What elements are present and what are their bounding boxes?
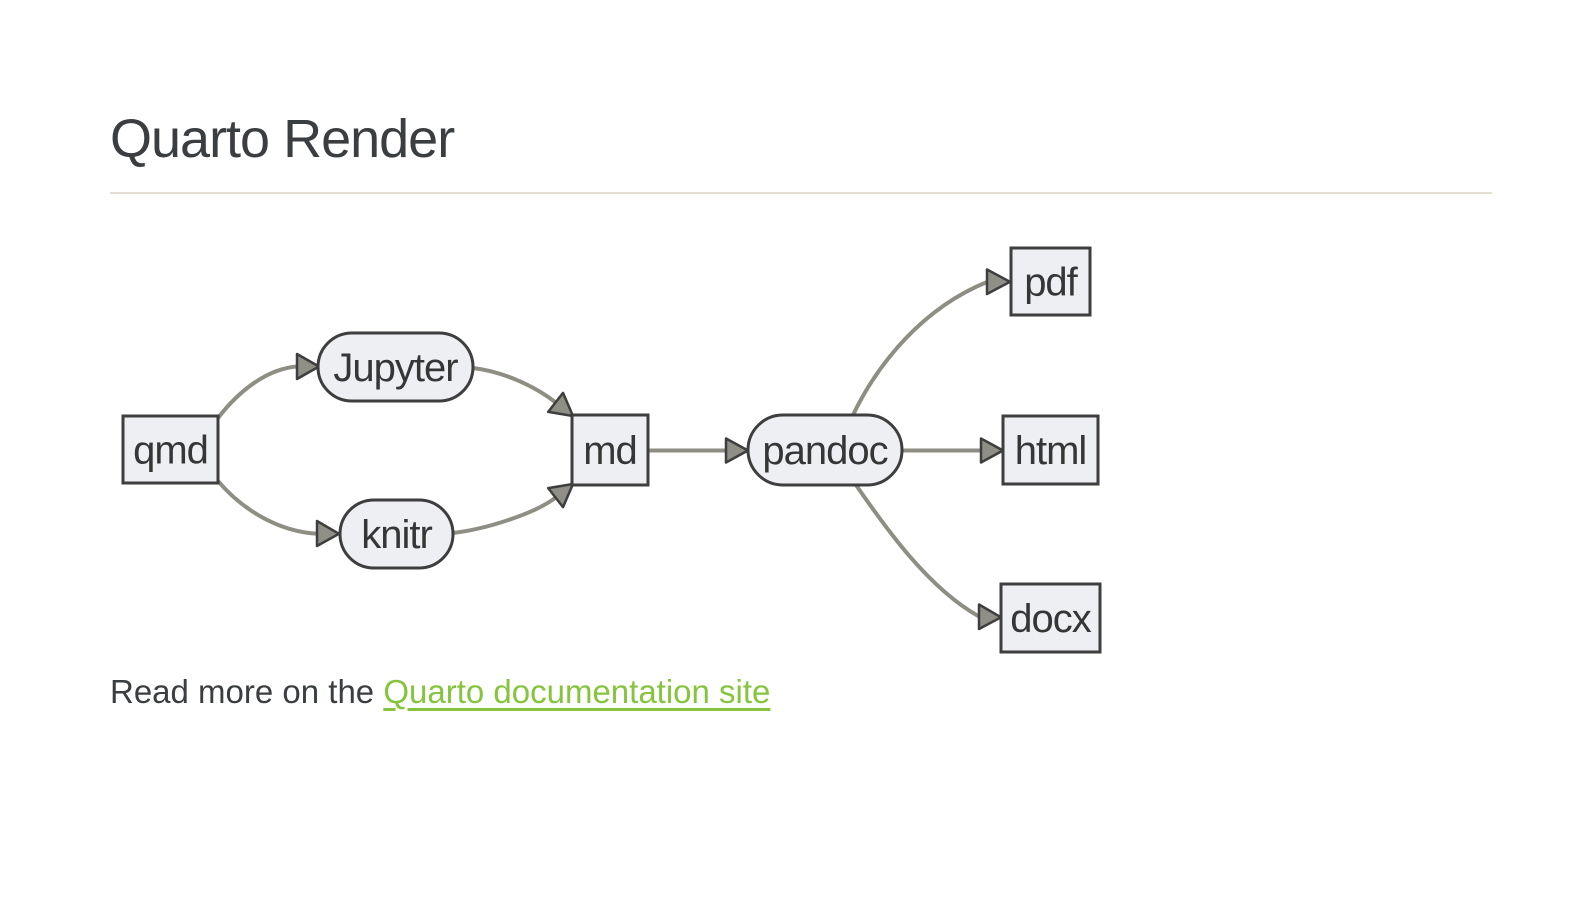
node-docx: docx	[999, 582, 1102, 654]
node-jupyter: Jupyter	[316, 331, 475, 403]
read-more-paragraph: Read more on the Quarto documentation si…	[110, 675, 770, 708]
arrowhead-jupyter-md-icon	[546, 391, 575, 418]
node-knitr-label: knitr	[361, 513, 432, 557]
node-qmd-label: qmd	[133, 429, 208, 473]
edge-qmd-jupyter	[216, 364, 298, 420]
diagram-nodes: qmd Jupyter knitr md pandoc pdf	[121, 246, 1102, 654]
edge-jupyter-md	[472, 366, 557, 404]
edge-knitr-md	[452, 496, 557, 535]
node-qmd: qmd	[121, 414, 220, 485]
edge-qmd-knitr	[216, 479, 318, 536]
node-docx-label: docx	[1010, 597, 1091, 641]
node-pdf: pdf	[1009, 246, 1092, 317]
node-pandoc: pandoc	[746, 413, 904, 487]
node-knitr: knitr	[338, 498, 455, 570]
arrowhead-qmd-knitr-icon	[315, 519, 341, 548]
arrowhead-pandoc-pdf-icon	[985, 268, 1012, 296]
page-title: Quarto Render	[110, 109, 455, 169]
arrowhead-md-pandoc-icon	[724, 437, 750, 464]
arrowhead-pandoc-html-icon	[979, 437, 1005, 464]
arrowhead-pandoc-docx-icon	[977, 603, 1003, 631]
read-more-text: Read more on the	[110, 673, 384, 710]
node-html: html	[1001, 414, 1100, 486]
node-md-label: md	[583, 429, 637, 473]
quarto-docs-link[interactable]: Quarto documentation site	[383, 673, 771, 710]
edge-pandoc-pdf	[851, 280, 988, 416]
edge-pandoc-docx	[854, 483, 980, 619]
node-pdf-label: pdf	[1024, 261, 1078, 305]
node-pandoc-label: pandoc	[762, 429, 887, 473]
diagram-edges	[216, 268, 1012, 631]
arrowhead-qmd-jupyter-icon	[295, 352, 321, 381]
node-md: md	[570, 413, 650, 487]
node-html-label: html	[1015, 429, 1087, 473]
arrowhead-knitr-md-icon	[546, 482, 575, 509]
title-divider	[110, 192, 1492, 194]
node-jupyter-label: Jupyter	[333, 346, 458, 390]
